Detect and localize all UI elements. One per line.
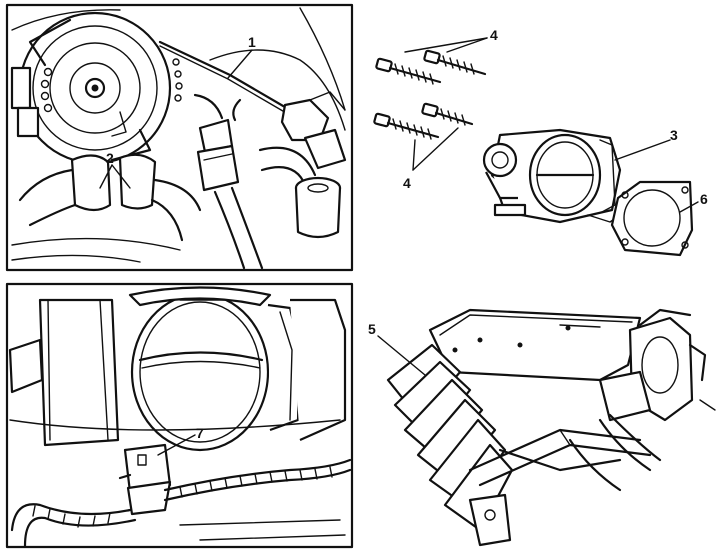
panel-bottom-left: [5, 282, 354, 549]
sensor-plug: [280, 91, 347, 170]
throttle-bore: [128, 286, 272, 452]
bolts-upper: [375, 49, 487, 85]
panel-bottom-right: [377, 308, 716, 547]
leader-4a: [404, 37, 488, 53]
callout-4-upper: 4: [490, 27, 498, 43]
harness-connector: [193, 93, 242, 192]
leader-2a: [99, 164, 113, 189]
callout-6: 6: [700, 191, 708, 207]
tps-connector: [118, 443, 172, 516]
leader-6: [679, 201, 699, 213]
leader-7: [157, 434, 196, 456]
leader-3: [614, 139, 671, 161]
leader-1: [227, 49, 253, 79]
leader-2b: [111, 164, 131, 189]
throttle-body: [482, 128, 622, 224]
callout-5: 5: [368, 321, 376, 337]
leader-5: [377, 335, 426, 376]
vacuum-ports: [18, 153, 202, 242]
bolts-lower: [373, 102, 474, 140]
callout-3: 3: [670, 127, 678, 143]
panel-top-right: [373, 37, 699, 257]
oil-cap: [294, 176, 342, 239]
callout-7: 7: [196, 425, 204, 441]
panel-top-left: [5, 3, 354, 272]
callout-4-lower: 4: [403, 175, 411, 191]
throttle-cover-part: [10, 11, 183, 165]
wiring-harness: [10, 458, 352, 548]
gasket: [610, 180, 694, 257]
callout-1: 1: [248, 34, 256, 50]
intake-manifold: [386, 308, 716, 547]
callout-2: 2: [106, 150, 114, 166]
leader-4b: [412, 139, 416, 171]
